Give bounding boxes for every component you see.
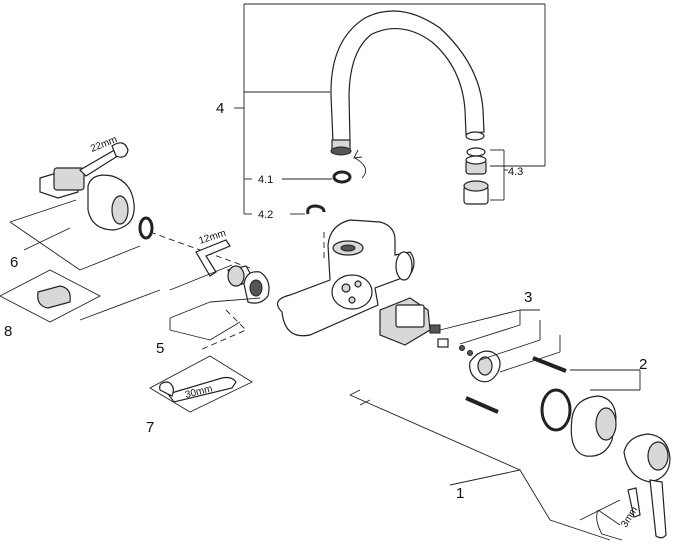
callout-2: 2 xyxy=(639,356,647,373)
callout-4: 4 xyxy=(216,100,224,117)
callout-5: 5 xyxy=(156,340,164,357)
callout-lines-4 xyxy=(234,3,546,215)
inlet-assembly xyxy=(9,142,251,271)
callout-4-1: 4.1 xyxy=(258,174,273,186)
callout-4-2: 4.2 xyxy=(258,209,273,221)
callout-6: 6 xyxy=(10,254,18,271)
o-ring xyxy=(332,170,352,184)
washer xyxy=(138,216,154,240)
spout-assembly xyxy=(306,10,489,215)
hex-key-tool xyxy=(195,239,231,277)
union-nut-assembly xyxy=(169,265,270,351)
part-8-box xyxy=(0,264,233,323)
wrench-30-box xyxy=(149,355,253,413)
lever-assembly xyxy=(349,389,671,541)
callout-3: 3 xyxy=(524,289,532,306)
tool-label-30mm: 30mm xyxy=(184,384,214,401)
cartridge-assembly xyxy=(379,297,567,414)
callout-4-3: 4.3 xyxy=(508,166,523,178)
callout-1: 1 xyxy=(456,485,464,502)
escutcheon-assembly xyxy=(540,369,641,457)
callout-8: 8 xyxy=(4,323,12,340)
clip xyxy=(306,204,326,215)
callout-7: 7 xyxy=(146,419,154,436)
seal-ring xyxy=(540,388,572,432)
mixer-body xyxy=(276,219,415,337)
